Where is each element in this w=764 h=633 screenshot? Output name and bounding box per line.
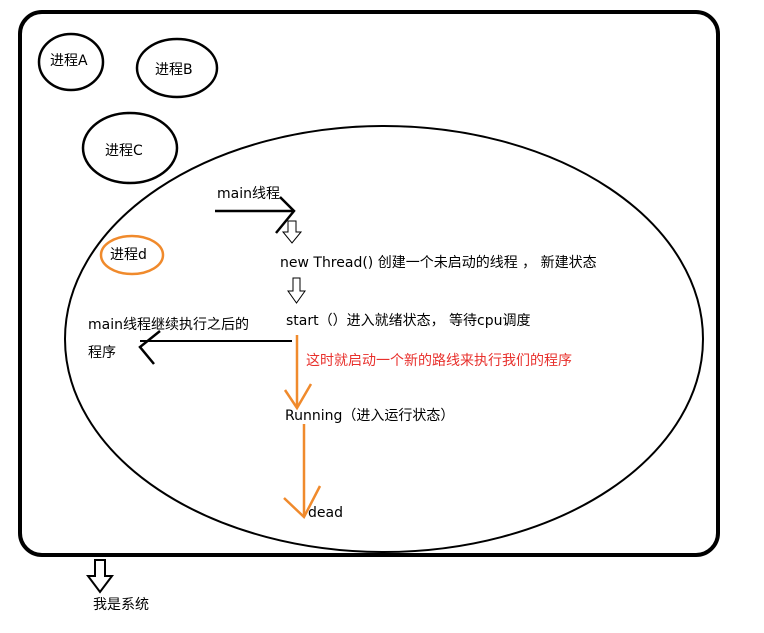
main-continue-label-line1: main线程继续执行之后的 xyxy=(88,317,249,333)
system-hollow-arrow xyxy=(86,559,114,594)
dead-label: dead xyxy=(308,505,343,521)
process-d-ellipse xyxy=(99,234,165,276)
new-thread-label: new Thread() 创建一个未启动的线程 ， 新建状态 xyxy=(280,255,597,271)
process-a-label: 进程A xyxy=(50,53,88,69)
process-a-ellipse xyxy=(37,32,105,92)
new-path-note: 这时就启动一个新的路线来执行我们的程序 xyxy=(306,353,572,369)
running-label: Running（进入运行状态） xyxy=(285,408,455,424)
process-d-label: 进程d xyxy=(110,247,147,263)
process-b-label: 进程B xyxy=(155,62,193,78)
start-label: start（）进入就绪状态， 等待cpu调度 xyxy=(286,313,531,329)
system-frame xyxy=(18,10,720,557)
main-continue-label-line2: 程序 xyxy=(88,345,116,361)
main-thread-arrow-head xyxy=(275,196,296,234)
hollow-arrow-2 xyxy=(287,277,306,304)
process-b-ellipse xyxy=(135,37,219,99)
main-process-ellipse xyxy=(64,125,704,553)
orange-arrow-1-head xyxy=(283,383,313,411)
system-label: 我是系统 xyxy=(93,597,149,613)
hollow-arrow-1 xyxy=(281,220,303,244)
main-thread-label: main线程 xyxy=(217,186,280,202)
main-continue-arrow-head xyxy=(138,330,161,365)
process-c-ellipse xyxy=(81,111,179,185)
orange-arrow-2-head xyxy=(283,485,322,520)
process-c-label: 进程C xyxy=(105,143,143,159)
